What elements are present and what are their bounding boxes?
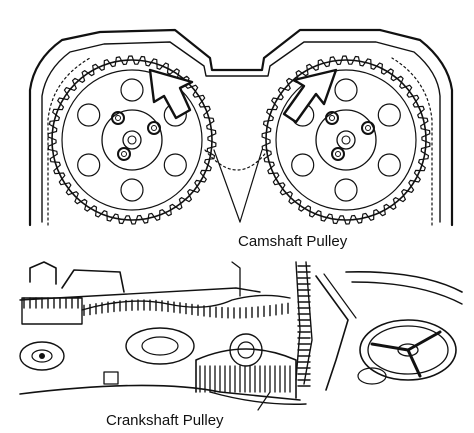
right-timing-mark-arrow-icon	[282, 68, 338, 124]
pulley-hole	[334, 78, 358, 102]
bolt-icon	[361, 121, 375, 135]
camshaft-leader-lines	[213, 149, 263, 223]
pulley-hole	[291, 153, 315, 177]
bolt-icon	[111, 111, 125, 125]
gear-teeth	[261, 55, 431, 225]
left-camshaft-pulley	[47, 55, 217, 225]
pulley-hole	[120, 178, 144, 202]
pulley-hole	[120, 78, 144, 102]
crankshaft-pulley-label: Crankshaft Pulley	[106, 412, 224, 429]
upper-timing-belt	[47, 57, 433, 226]
pulley-hole	[77, 103, 101, 127]
bolt-center	[335, 151, 341, 157]
bolt-center	[121, 151, 127, 157]
engine-block-section	[19, 261, 463, 405]
idler-pulley-left	[19, 341, 65, 371]
crankshaft-pulley	[195, 333, 297, 399]
bolt-center	[151, 125, 157, 131]
pulley-hole	[334, 178, 358, 202]
bolt-icon	[117, 147, 131, 161]
timing-cover-outline	[28, 28, 454, 227]
pulley-hole	[377, 103, 401, 127]
pulley-hole	[163, 153, 187, 177]
camshaft-pulley-label: Camshaft Pulley	[238, 233, 348, 250]
pulley-hole	[77, 153, 101, 177]
bolt-icon	[147, 121, 161, 135]
right-camshaft-pulley	[261, 55, 431, 225]
lower-timing-belt	[21, 265, 311, 387]
pulley-hole	[377, 153, 401, 177]
bolt-center	[329, 115, 335, 121]
bolt-center	[365, 125, 371, 131]
tensioner-assembly	[103, 327, 195, 385]
water-pump-pulley	[357, 319, 457, 385]
bolt-center	[115, 115, 121, 121]
left-timing-mark-arrow-icon	[148, 68, 194, 120]
crankshaft-leader-line	[257, 391, 271, 411]
bolt-icon	[325, 111, 339, 125]
gear-teeth	[47, 55, 217, 225]
bolt-icon	[331, 147, 345, 161]
